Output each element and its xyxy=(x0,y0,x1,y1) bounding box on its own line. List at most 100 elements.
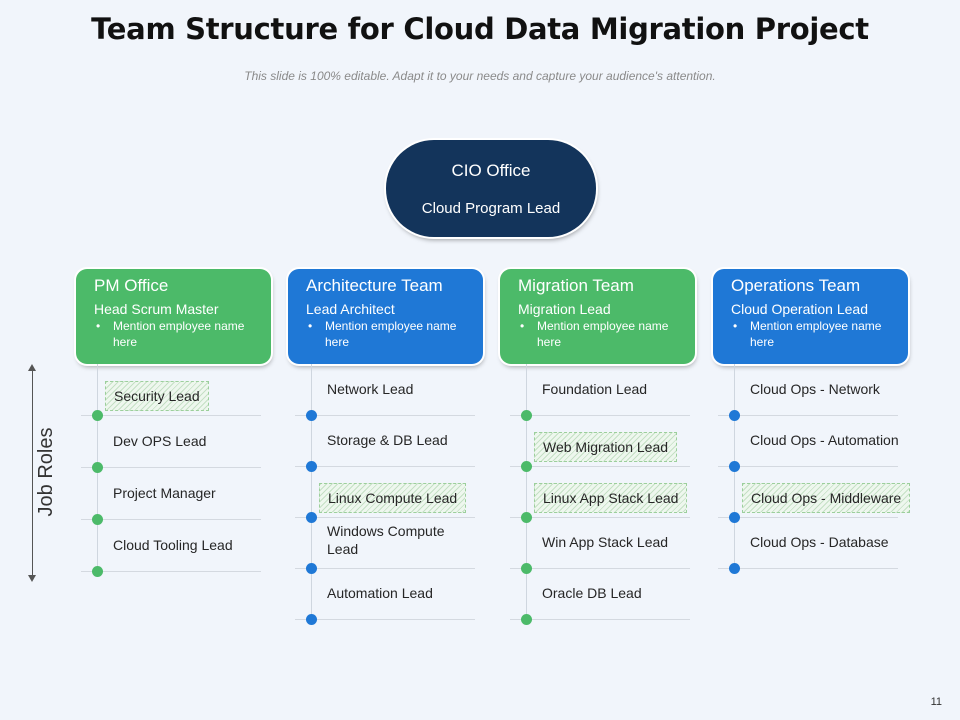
team-role: Head Scrum Master xyxy=(94,301,219,317)
role-label: Dev OPS Lead xyxy=(113,433,207,449)
page-number: 11 xyxy=(930,696,942,708)
slide-subtitle: This slide is 100% editable. Adapt it to… xyxy=(244,69,716,83)
role-node xyxy=(729,410,740,421)
role-item: Linux Compute Lead xyxy=(295,466,475,523)
bullet-icon: • xyxy=(308,319,313,333)
role-separator xyxy=(295,466,475,467)
team-box-pm-office: PM Office Head Scrum Master •Mention emp… xyxy=(76,269,271,364)
team-bullet: •Mention employee name here xyxy=(94,318,271,350)
team-box-architecture: Architecture Team Lead Architect • Mentio… xyxy=(288,269,483,364)
cio-office-title: CIO Office xyxy=(451,161,531,180)
role-item: Cloud Ops - Automation xyxy=(718,415,899,472)
bullet-icon: • xyxy=(733,319,738,333)
role-node xyxy=(729,461,740,472)
arrow-down-icon xyxy=(28,575,36,582)
role-item: Foundation Lead xyxy=(510,364,690,421)
team-bullet-text: Mention employee name here xyxy=(750,319,882,349)
role-separator xyxy=(81,519,261,520)
role-node xyxy=(729,563,740,574)
role-separator xyxy=(718,415,898,416)
role-node xyxy=(306,563,317,574)
team-name: Migration Team xyxy=(518,276,634,295)
role-label: Cloud Ops - Network xyxy=(750,381,880,397)
role-separator xyxy=(510,415,690,416)
role-node xyxy=(306,410,317,421)
role-node xyxy=(521,563,532,574)
role-label: Cloud Tooling Lead xyxy=(113,537,233,553)
role-node xyxy=(92,462,103,473)
role-label: Project Manager xyxy=(113,485,216,501)
role-separator xyxy=(295,619,475,620)
role-separator xyxy=(295,415,475,416)
role-item: Cloud Tooling Lead xyxy=(81,520,261,577)
role-item: Oracle DB Lead xyxy=(510,568,690,625)
role-label: Foundation Lead xyxy=(542,381,648,397)
cio-office-subtitle: Cloud Program Lead xyxy=(421,200,561,217)
role-item: Web Migration Lead xyxy=(510,415,690,472)
role-label-highlighted: Security Lead xyxy=(105,381,209,411)
role-separator xyxy=(81,467,261,468)
role-node xyxy=(521,461,532,472)
job-roles-axis xyxy=(28,364,36,582)
role-separator xyxy=(510,619,690,620)
role-node xyxy=(92,566,103,577)
team-bullet-text: Mention employee name here xyxy=(113,319,245,349)
role-label-highlighted: Cloud Ops - Middleware xyxy=(742,483,911,513)
team-role: Cloud Operation Lead xyxy=(731,301,868,317)
role-label: Windows Compute Lead xyxy=(327,523,445,557)
role-node xyxy=(306,512,317,523)
role-label: Cloud Ops - Database xyxy=(750,534,889,550)
role-item: Windows Compute Lead xyxy=(295,517,475,574)
role-item: Win App Stack Lead xyxy=(510,517,690,574)
role-label: Cloud Ops - Automation xyxy=(750,432,899,448)
role-label-highlighted: Web Migration Lead xyxy=(534,432,678,462)
role-item: Dev OPS Lead xyxy=(81,416,261,473)
role-separator xyxy=(295,568,475,569)
cio-office-node: CIO Office Cloud Program Lead xyxy=(386,140,596,237)
role-node xyxy=(306,614,317,625)
team-box-operations: Operations Team Cloud Operation Lead •Me… xyxy=(713,269,908,364)
role-separator xyxy=(510,568,690,569)
team-role: Lead Architect xyxy=(306,301,395,317)
role-label-highlighted: Linux Compute Lead xyxy=(319,483,467,513)
team-bullet-text: Mention employee name here xyxy=(325,319,457,349)
role-node xyxy=(521,410,532,421)
role-node xyxy=(521,512,532,523)
role-node xyxy=(521,614,532,625)
role-item: Network Lead xyxy=(295,364,475,421)
bullet-icon: • xyxy=(520,319,525,333)
team-name: Architecture Team xyxy=(306,276,443,295)
role-separator xyxy=(510,517,690,518)
job-roles-label: Job Roles xyxy=(35,427,57,517)
team-role: Migration Lead xyxy=(518,301,611,317)
role-label: Win App Stack Lead xyxy=(542,534,669,550)
role-item: Cloud Ops - Network xyxy=(718,364,898,421)
role-item: Cloud Ops - Database xyxy=(718,517,898,574)
role-separator xyxy=(718,466,898,467)
team-name: PM Office xyxy=(94,276,169,295)
role-label: Network Lead xyxy=(327,381,414,397)
role-separator xyxy=(718,568,898,569)
role-separator xyxy=(81,571,261,572)
role-label: Storage & DB Lead xyxy=(327,432,448,448)
role-item: Storage & DB Lead xyxy=(295,415,475,472)
role-separator xyxy=(510,466,690,467)
role-separator xyxy=(718,517,898,518)
team-bullet-text: Mention employee name here xyxy=(537,319,669,349)
role-connector-line xyxy=(526,364,527,620)
role-separator xyxy=(295,517,475,518)
role-label: Oracle DB Lead xyxy=(542,585,642,601)
role-item: Security Lead xyxy=(81,364,261,421)
role-node xyxy=(92,514,103,525)
role-item: Cloud Ops - Middleware xyxy=(718,466,911,523)
role-node xyxy=(306,461,317,472)
role-node xyxy=(92,410,103,421)
role-connector-line xyxy=(311,364,312,620)
role-node xyxy=(729,512,740,523)
role-item: Project Manager xyxy=(81,468,261,525)
team-bullet: • Mention employee name here xyxy=(306,318,483,350)
role-item: Linux App Stack Lead xyxy=(510,466,690,523)
role-label: Automation Lead xyxy=(327,585,433,601)
role-separator xyxy=(81,415,261,416)
team-bullet: • Mention employee name here xyxy=(731,318,908,350)
